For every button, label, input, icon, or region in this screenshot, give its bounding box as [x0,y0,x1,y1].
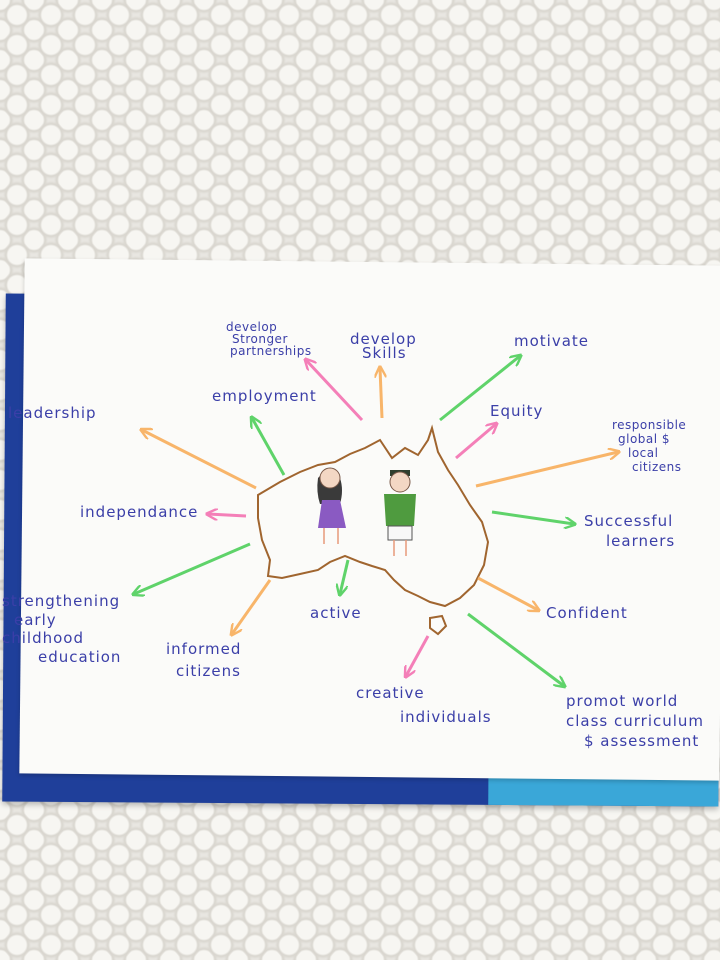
arrow-to-informed [232,579,272,634]
label-creative: creative individuals [356,684,492,726]
label-strengthening: strengthening early childhood education [2,592,126,666]
label-responsible: responsible global $ local citizens [612,418,691,474]
label-employment: employment [212,387,317,405]
girl-figure [317,467,346,544]
label-develop-skills: develop Skills [350,330,423,362]
arrow-to-active [340,559,350,594]
arrow-to-successful [491,510,574,524]
label-promote: promot world class curriculum $ assessme… [566,692,710,750]
label-motivate: motivate [514,332,589,350]
label-leadership: leadership [8,404,97,422]
label-develop-partnerships: develop Stronger partnerships [226,320,312,358]
label-successful: Successful learners [584,512,679,550]
boy-figure [384,470,416,556]
arrow-to-leadership [142,430,257,490]
arrow-to-responsible [475,452,618,488]
arrow-to-strengthening [134,542,251,594]
label-active: active [310,604,362,622]
label-informed: informed citizens [166,640,247,680]
label-independance: independance [80,503,198,521]
arrow-to-develop-skills [380,368,382,419]
arrow-to-motivate [439,356,520,422]
tasmania-outline [429,614,448,636]
arrow-to-equity [455,424,496,460]
label-equity: Equity [490,402,543,420]
label-confident: Confident [546,604,628,622]
arrow-to-confident [477,576,538,610]
australia-map-outline [257,424,490,608]
arrow-to-creative [406,635,430,676]
arrow-to-promote [467,612,564,686]
arrow-to-develop-partnerships [306,360,364,422]
arrow-to-employment [252,418,286,476]
arrow-to-independance [208,514,247,516]
